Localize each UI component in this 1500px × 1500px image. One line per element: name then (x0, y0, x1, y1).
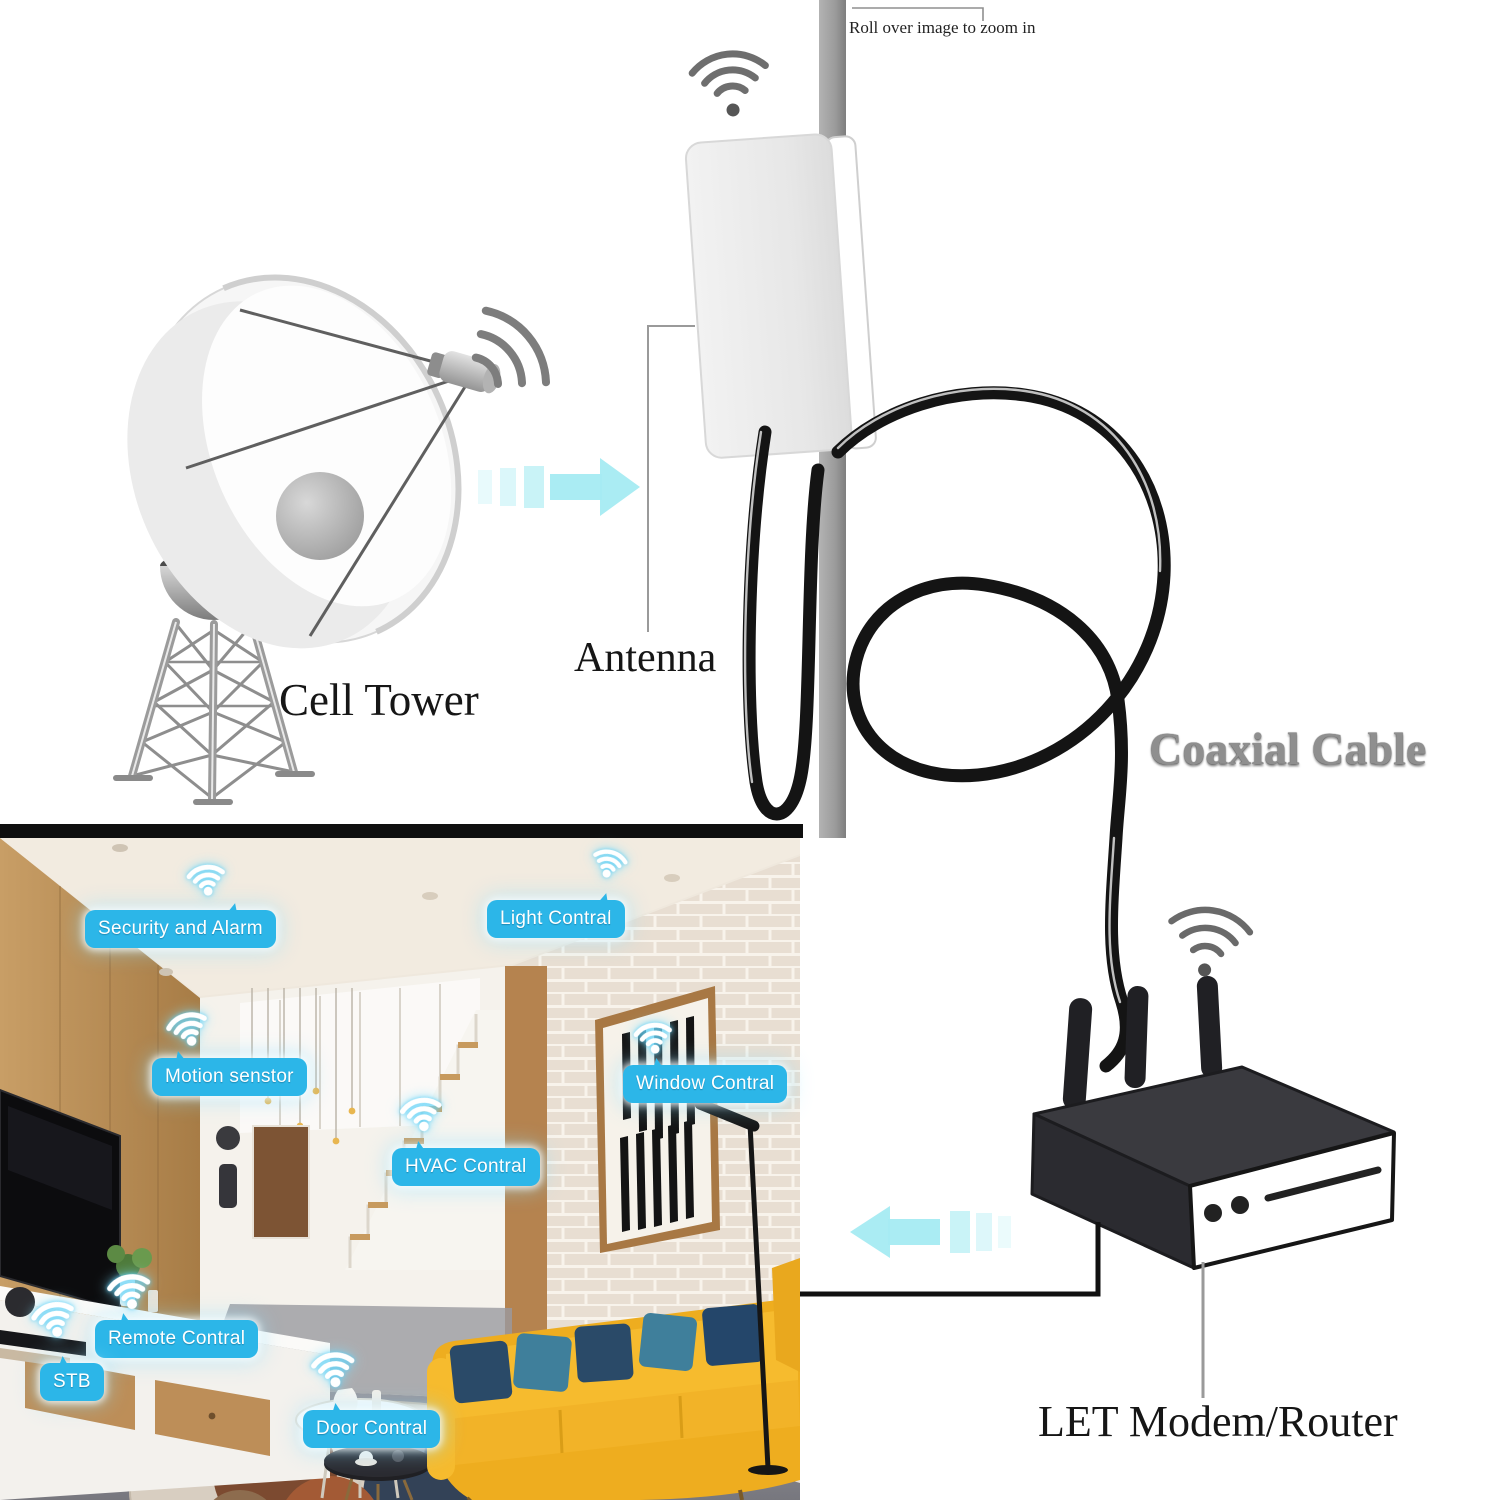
antenna-label: Antenna (574, 635, 717, 681)
coaxial-cable-label: Coaxial Cable (1149, 723, 1427, 774)
badge-label: HVAC Contral (405, 1156, 527, 1177)
sofa (427, 1299, 800, 1500)
router-home-connection-line (796, 1222, 1101, 1297)
badge-motion-sensor: Motion senstor (152, 1058, 307, 1096)
cell-tower-illustration (113, 274, 550, 805)
badge-window-control: Window Contral (623, 1065, 788, 1103)
wifi-icon (99, 1257, 159, 1317)
floor-lamp (694, 1098, 788, 1475)
badge-label: Remote Contral (108, 1328, 246, 1349)
zoom-note: Roll over image to zoom in (849, 18, 1036, 37)
hallway-door (252, 1125, 310, 1239)
badge-door-control: Door Contral (303, 1410, 441, 1448)
badge-label: Light Contral (500, 908, 612, 929)
coaxial-cable (742, 386, 1171, 1073)
wifi-icon (180, 850, 232, 902)
antenna-leader-line (647, 325, 695, 632)
router-illustration (1030, 906, 1396, 1270)
zoom-note-leader (852, 7, 984, 21)
badge-remote-control: Remote Contral (95, 1320, 259, 1358)
cell-tower-label: Cell Tower (279, 675, 479, 725)
wifi-icon (392, 1081, 450, 1139)
armchair (772, 1258, 800, 1372)
badge-label: Motion senstor (165, 1066, 294, 1087)
badge-security-alarm: Security and Alarm (85, 910, 276, 948)
wifi-icon (304, 1336, 363, 1395)
modem-label: LET Modem/Router (1038, 1397, 1398, 1446)
antenna-wifi-icon (688, 50, 769, 117)
ceiling-spotlights (112, 844, 680, 976)
badge-stb: STB (40, 1363, 104, 1401)
badge-label: Security and Alarm (98, 918, 263, 939)
signal-arrow-right (478, 458, 640, 516)
badge-hvac-control: HVAC Contral (392, 1148, 540, 1186)
section-divider (0, 824, 803, 838)
pendant-lights (251, 988, 353, 1138)
router-wifi-icon (1168, 906, 1254, 977)
badge-label: Door Contral (316, 1418, 428, 1439)
room-photo (0, 838, 800, 1500)
wifi-icon (627, 1008, 679, 1060)
badge-label: STB (53, 1371, 91, 1392)
tower-signal-icon (471, 306, 550, 388)
badge-label: Window Contral (636, 1073, 775, 1094)
signal-arrow-left (850, 1206, 1011, 1258)
wall-art (595, 986, 720, 1253)
antenna-panel (684, 50, 877, 459)
badge-light-control: Light Contral (487, 900, 625, 938)
